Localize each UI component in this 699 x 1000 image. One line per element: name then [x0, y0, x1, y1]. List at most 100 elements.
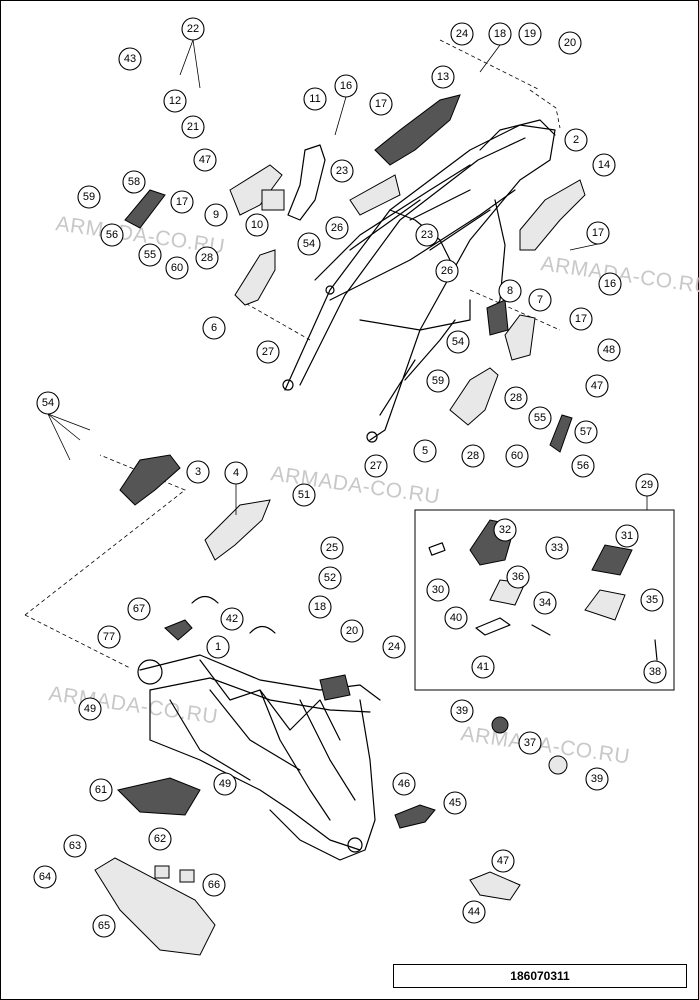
- callout-54: 54: [297, 232, 321, 256]
- callout-label: 47: [199, 154, 211, 166]
- callout-label: 49: [84, 703, 96, 715]
- callout-circle: [195, 246, 219, 270]
- callout-circle: [444, 606, 468, 630]
- callout-circle: [297, 232, 321, 256]
- subframe-brace: [349, 189, 491, 251]
- callout-label: 37: [524, 737, 536, 749]
- mount-eye: [325, 285, 335, 295]
- callout-67: 67: [127, 597, 151, 621]
- callout-circle: [586, 221, 610, 245]
- callout-label: 26: [441, 265, 453, 277]
- callout-label: 66: [208, 879, 220, 891]
- callout-label: 27: [262, 346, 274, 358]
- callout-label: 67: [133, 603, 145, 615]
- callout-40: 40: [444, 606, 468, 630]
- callout-36: 36: [506, 565, 530, 589]
- callout-32: 32: [493, 518, 517, 542]
- callout-label: 18: [314, 601, 326, 613]
- callout-35: 35: [640, 588, 664, 612]
- callout-label: 5: [422, 445, 428, 457]
- callout-circle: [462, 900, 486, 924]
- callout-34: 34: [533, 591, 557, 615]
- callout-circle: [569, 307, 593, 331]
- callout-label: 32: [499, 524, 511, 536]
- callout-2: 2: [564, 128, 588, 152]
- callout-5: 5: [413, 439, 437, 463]
- assembly-line: [469, 289, 561, 331]
- callout-57: 57: [574, 420, 598, 444]
- callout-55: 55: [528, 406, 552, 430]
- subframe-rear-loop: [479, 119, 556, 151]
- callout-21: 21: [181, 115, 205, 139]
- callout-circle: [204, 203, 228, 227]
- callout-16: 16: [598, 272, 622, 296]
- callout-circle: [92, 914, 116, 938]
- frame-top-tube: [149, 677, 371, 713]
- callout-4: 4: [224, 461, 248, 485]
- callout-label: 16: [604, 278, 616, 290]
- callout-12: 12: [163, 89, 187, 113]
- callout-circle: [127, 597, 151, 621]
- callout-label: 16: [340, 80, 352, 92]
- mount-eye: [366, 431, 378, 443]
- frame-truss: [199, 659, 341, 741]
- subframe-strut: [379, 319, 456, 416]
- callout-label: 54: [303, 238, 315, 250]
- part-67-clip: [164, 619, 193, 641]
- part-40-pin: [475, 617, 511, 636]
- frame-swingarm-plate: [269, 699, 376, 861]
- callout-label: 28: [467, 450, 479, 462]
- callout-label: 19: [524, 28, 536, 40]
- callout-label: 39: [591, 773, 603, 785]
- callout-label: 45: [449, 797, 461, 809]
- callout-14: 14: [592, 153, 616, 177]
- callout-39: 39: [450, 699, 474, 723]
- callout-10: 10: [245, 213, 269, 237]
- callout-41: 41: [471, 655, 495, 679]
- callout-label: 47: [497, 855, 509, 867]
- callout-circle: [528, 406, 552, 430]
- part-13-rail-cover: [374, 94, 461, 166]
- callout-61: 61: [89, 778, 113, 802]
- callout-circle: [220, 607, 244, 631]
- callout-circle: [574, 420, 598, 444]
- subframe-crossmember: [359, 299, 471, 331]
- callout-54: 54: [36, 391, 60, 415]
- callout-circle: [431, 65, 455, 89]
- callout-circle: [122, 170, 146, 194]
- callout-9: 9: [204, 203, 228, 227]
- callout-circle: [533, 591, 557, 615]
- part-6-bracket: [234, 249, 276, 306]
- part-10-block: [261, 189, 285, 211]
- callout-20: 20: [340, 619, 364, 643]
- callout-49: 49: [213, 772, 237, 796]
- callout-25: 25: [320, 536, 344, 560]
- callout-8: 8: [498, 279, 522, 303]
- callout-label: 24: [388, 641, 400, 653]
- callout-3: 3: [186, 460, 210, 484]
- callout-17: 17: [586, 221, 610, 245]
- callout-circle: [493, 518, 517, 542]
- callout-circle: [224, 461, 248, 485]
- part-3-bracket: [119, 454, 181, 506]
- callout-label: 43: [124, 53, 136, 65]
- callout-circle: [585, 374, 609, 398]
- leader-line: [47, 413, 71, 461]
- callout-circle: [303, 87, 327, 111]
- callout-label: 8: [507, 285, 513, 297]
- callout-label: 55: [534, 412, 546, 424]
- callout-42: 42: [220, 607, 244, 631]
- callout-circle: [320, 536, 344, 560]
- part-66-block: [154, 865, 170, 879]
- part-45-clip: [394, 804, 436, 829]
- callout-label: 28: [201, 252, 213, 264]
- main-frame: [137, 654, 381, 861]
- part-7-cover: [504, 314, 536, 361]
- callout-label: 33: [551, 542, 563, 554]
- part-66-block: [179, 869, 195, 883]
- callout-label: 41: [477, 661, 489, 673]
- callout-label: 35: [646, 594, 658, 606]
- callout-38: 38: [643, 660, 667, 684]
- callout-55: 55: [138, 243, 162, 267]
- callout-label: 52: [324, 572, 336, 584]
